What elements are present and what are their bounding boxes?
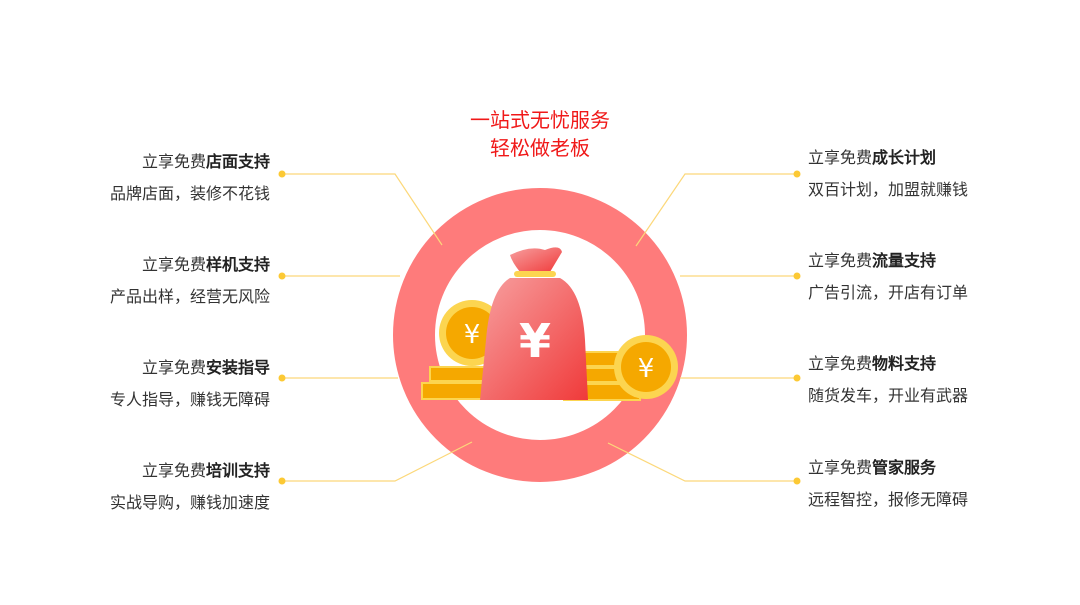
svg-text:¥: ¥ [638,354,655,384]
feature-prefix: 立享免费 [808,148,873,167]
feature-prefix: 立享免费 [808,251,873,270]
feature-name: 物料支持 [872,354,937,373]
feature-desc: 专人指导，赚钱无障碍 [109,390,270,409]
svg-text:¥: ¥ [464,320,481,350]
feature-desc: 广告引流，开店有订单 [808,283,969,302]
feature-name: 店面支持 [205,152,270,171]
feature-traffic-support: 立享免费流量支持 广告引流，开店有订单 [808,251,1068,303]
feature-butler-service: 立享免费管家服务 远程智控，报修无障碍 [808,458,1068,510]
feature-name: 安装指导 [205,358,270,377]
feature-install-guide: 立享免费安装指导 专人指导，赚钱无障碍 [10,358,270,410]
feature-name: 管家服务 [872,458,937,477]
feature-prefix: 立享免费 [141,358,206,377]
feature-training-support: 立享免费培训支持 实战导购，赚钱加速度 [10,461,270,513]
svg-text:¥: ¥ [519,314,551,368]
feature-store-support: 立享免费店面支持 品牌店面，装修不花钱 [10,152,270,204]
feature-desc: 产品出样，经营无风险 [109,287,270,306]
feature-sample-support: 立享免费样机支持 产品出样，经营无风险 [10,255,270,307]
center-ring [393,188,687,482]
feature-name: 流量支持 [872,251,937,270]
connector-lines [282,173,797,482]
feature-growth-plan: 立享免费成长计划 双百计划，加盟就赚钱 [808,148,1068,200]
feature-prefix: 立享免费 [141,461,206,480]
feature-prefix: 立享免费 [808,354,873,373]
feature-material-support: 立享免费物料支持 随货发车，开业有武器 [808,354,1068,406]
connector-dots [278,170,801,485]
feature-desc: 随货发车，开业有武器 [808,386,969,405]
feature-desc: 实战导购，赚钱加速度 [109,493,270,512]
feature-desc: 双百计划，加盟就赚钱 [808,180,969,199]
headline-line1: 一站式无忧服务 [470,108,610,132]
feature-prefix: 立享免费 [141,152,206,171]
feature-name: 培训支持 [205,461,270,480]
feature-prefix: 立享免费 [808,458,873,477]
feature-prefix: 立享免费 [141,255,206,274]
money-bag-icon: ¥ [480,247,588,400]
feature-name: 样机支持 [205,255,270,274]
feature-desc: 远程智控，报修无障碍 [808,490,969,509]
feature-desc: 品牌店面，装修不花钱 [109,184,270,203]
feature-name: 成长计划 [872,148,937,167]
headline-line2: 轻松做老板 [490,136,590,160]
